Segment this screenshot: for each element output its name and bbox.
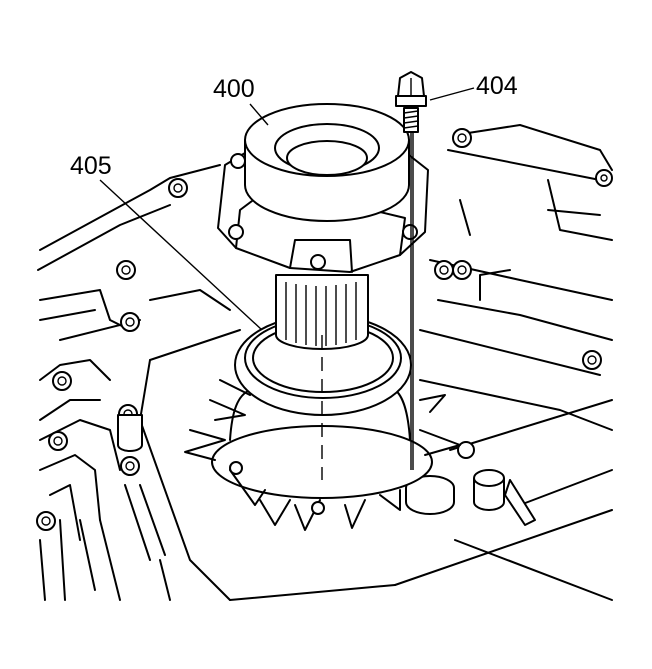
bolt-404	[395, 71, 427, 133]
callout-405: 405	[70, 152, 112, 180]
callout-404: 404	[476, 72, 518, 100]
leader-lines	[99, 87, 475, 331]
callout-400: 400	[213, 75, 255, 103]
valve-body-passages	[39, 289, 231, 601]
centerlines	[321, 128, 414, 480]
case-bolt-holes	[36, 128, 613, 531]
case-bosses	[117, 414, 536, 526]
support-flange	[184, 379, 461, 531]
case-outline	[37, 124, 613, 601]
seal-assembly-400	[217, 103, 429, 350]
